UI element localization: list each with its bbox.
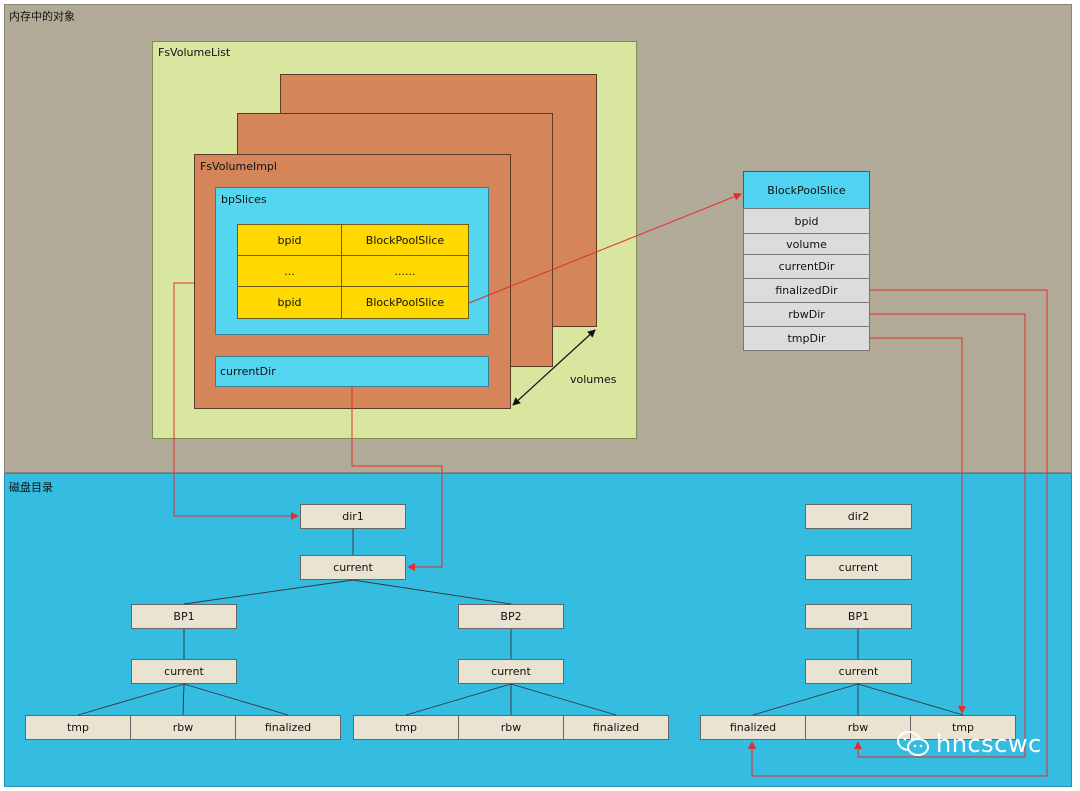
bps-field-current-dir: currentDir <box>743 254 870 279</box>
disk-node-dir1-current: current <box>300 555 406 580</box>
disk-node-dir2-tmp: tmp <box>910 715 1016 740</box>
slice-map-value: BlockPoolSlice <box>341 224 469 256</box>
bps-field-tmp-dir: tmpDir <box>743 326 870 351</box>
finalized-dir-arrow <box>748 289 1048 777</box>
memory-zone-label: 内存中的对象 <box>9 10 75 23</box>
slice-map-value: ...... <box>341 255 469 287</box>
disk-node-bp1: BP1 <box>131 604 237 629</box>
fs-volume-impl-label: FsVolumeImpl <box>200 160 277 173</box>
current-dir-to-current-arrow <box>351 387 443 571</box>
disk-node-bp1-finalized: finalized <box>235 715 341 740</box>
bp-slices-label: bpSlices <box>221 193 267 206</box>
disk-node-bp2-tmp: tmp <box>353 715 459 740</box>
disk-node-bp1-rbw: rbw <box>130 715 236 740</box>
current-dir-box <box>215 356 489 387</box>
disk-node-bp2-finalized: finalized <box>563 715 669 740</box>
disk-node-bp2-rbw: rbw <box>458 715 564 740</box>
fs-volume-list-label: FsVolumeList <box>158 46 231 59</box>
dir2-tree-lines <box>752 629 964 716</box>
disk-node-dir2-bp1-current: current <box>805 659 912 684</box>
watermark: hncscwc <box>896 730 1042 758</box>
bps-field-finalized-dir: finalizedDir <box>743 278 870 303</box>
disk-node-dir2: dir2 <box>805 504 912 529</box>
rbw-dir-arrow <box>854 313 1026 758</box>
volumes-arrow <box>512 329 596 406</box>
disk-zone-label: 磁盘目录 <box>9 481 53 494</box>
tmp-dir-arrow <box>870 337 966 714</box>
slice-map-key: bpid <box>237 224 342 256</box>
disk-node-dir2-bp1: BP1 <box>805 604 912 629</box>
disk-node-bp1-current: current <box>131 659 237 684</box>
wechat-icon <box>897 731 929 756</box>
volume-to-dir1-arrow <box>173 282 299 520</box>
block-pool-slice-title: BlockPoolSlice <box>743 171 870 209</box>
watermark-text: hncscwc <box>936 730 1042 758</box>
disk-node-bp2-current: current <box>458 659 564 684</box>
disk-node-dir2-current: current <box>805 555 912 580</box>
slice-map-key: ... <box>237 255 342 287</box>
disk-node-bp2: BP2 <box>458 604 564 629</box>
current-dir-label: currentDir <box>220 365 276 378</box>
disk-node-dir2-finalized: finalized <box>700 715 806 740</box>
slice-map-value: BlockPoolSlice <box>341 286 469 319</box>
disk-node-bp1-tmp: tmp <box>25 715 131 740</box>
slice-ref-arrow <box>468 192 742 304</box>
dir1-tree-lines <box>77 529 617 716</box>
disk-node-dir1: dir1 <box>300 504 406 529</box>
